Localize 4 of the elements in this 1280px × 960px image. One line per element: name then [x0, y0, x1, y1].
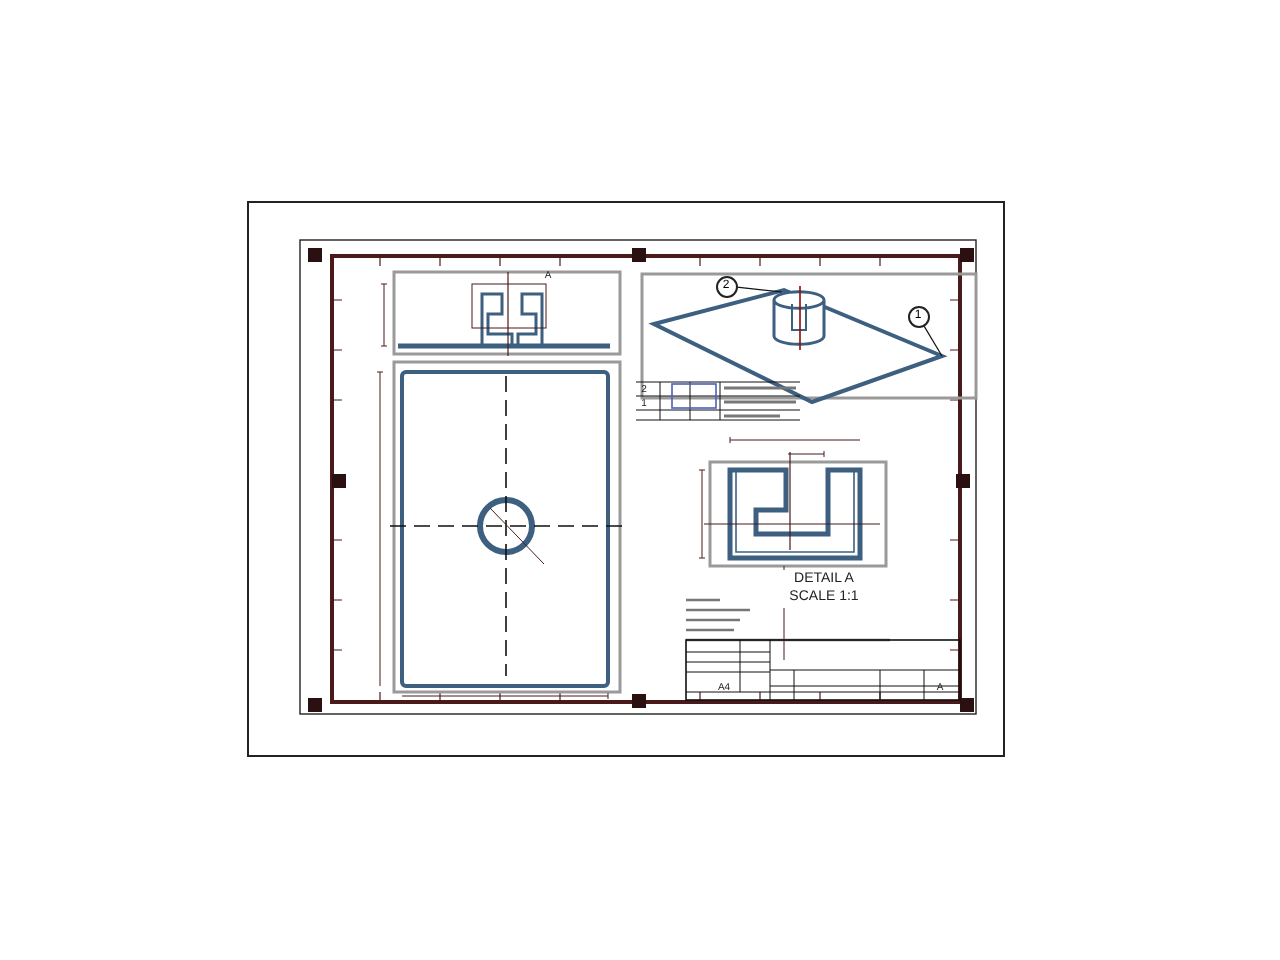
plate-part	[648, 285, 948, 405]
leader-line	[736, 286, 783, 293]
leader-line	[923, 324, 943, 357]
cylinder-part	[772, 285, 826, 351]
